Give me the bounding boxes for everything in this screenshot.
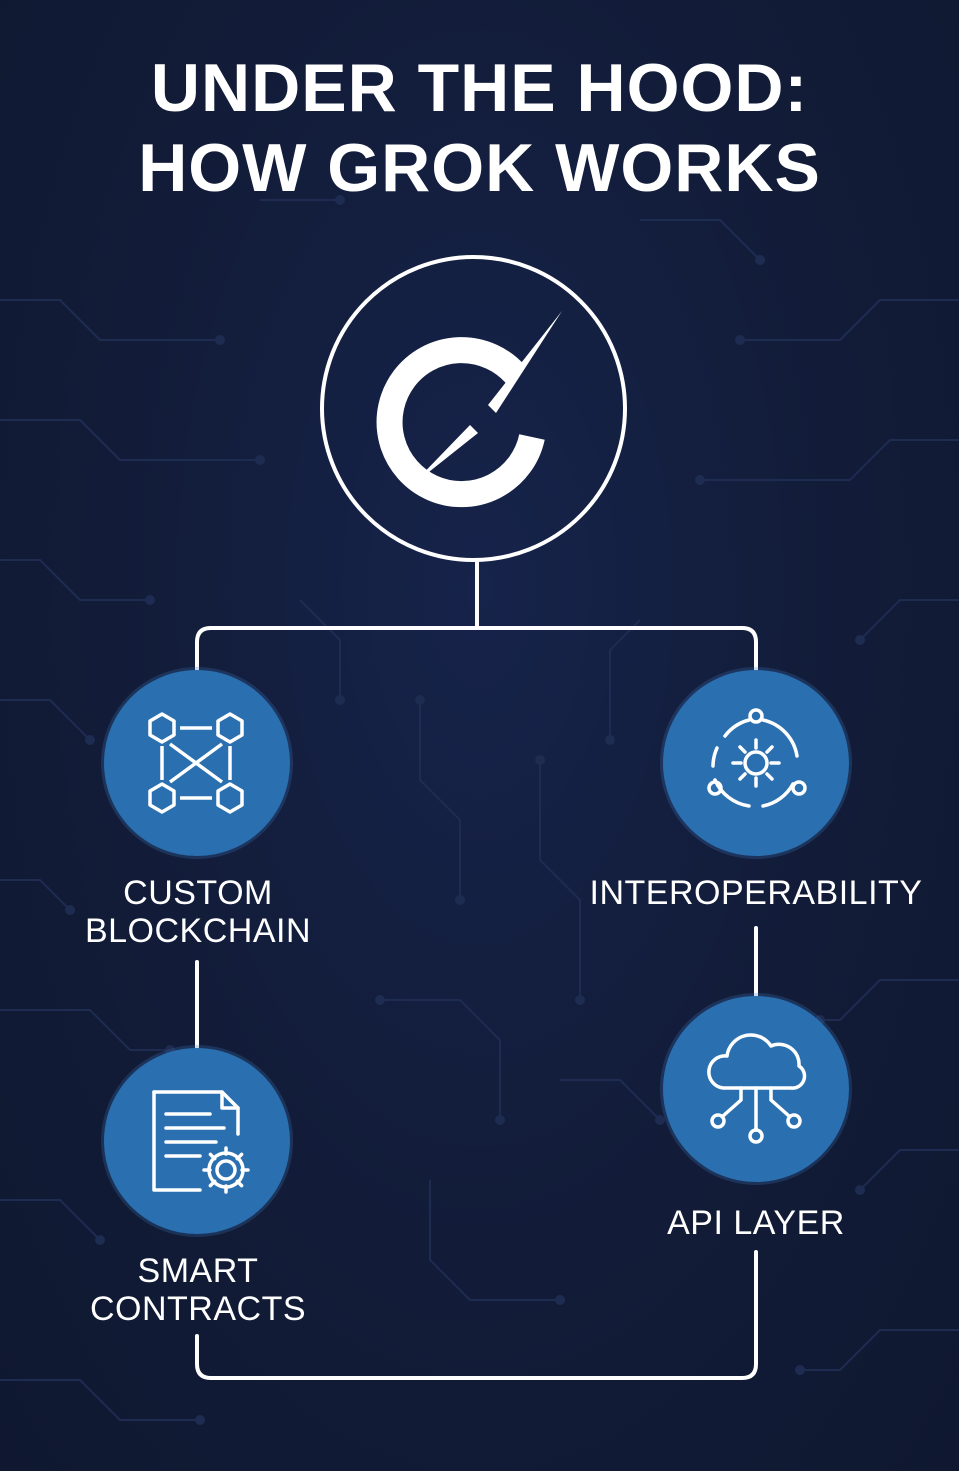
smart-contracts-label-line-1: SMART — [137, 1252, 259, 1290]
custom-blockchain-label-line-1: CUSTOM — [123, 874, 273, 912]
interoperability-node — [663, 670, 849, 856]
document-gear-icon — [152, 1090, 250, 1194]
smart-contracts-label: SMART CONTRACTS — [60, 1252, 336, 1328]
api-layer-node — [663, 996, 849, 1182]
branch-line — [195, 626, 758, 674]
page-title: UNDER THE HOOD: HOW GROK WORKS — [0, 48, 959, 208]
api-layer-label-line-1: API LAYER — [667, 1204, 845, 1242]
blockchain-network-icon — [148, 712, 244, 814]
api-layer-label: API LAYER — [620, 1204, 892, 1242]
cloud-network-icon — [707, 1033, 807, 1144]
title-line-1: UNDER THE HOOD: — [150, 50, 809, 126]
grok-logo-icon — [376, 311, 562, 508]
smart-contracts-node — [104, 1048, 290, 1234]
custom-blockchain-label: CUSTOM BLOCKCHAIN — [60, 874, 336, 950]
network-hub-icon — [707, 708, 807, 808]
interoperability-label-line-1: INTEROPERABILITY — [589, 874, 923, 912]
bottom-loop-line — [195, 1250, 758, 1380]
title-line-2: HOW GROK WORKS — [138, 130, 821, 206]
interoperability-label: INTEROPERABILITY — [570, 874, 942, 912]
smart-contracts-label-line-2: CONTRACTS — [89, 1290, 307, 1328]
custom-blockchain-node — [104, 670, 290, 856]
grok-logo — [320, 255, 627, 562]
custom-blockchain-label-line-2: BLOCKCHAIN — [84, 912, 312, 950]
